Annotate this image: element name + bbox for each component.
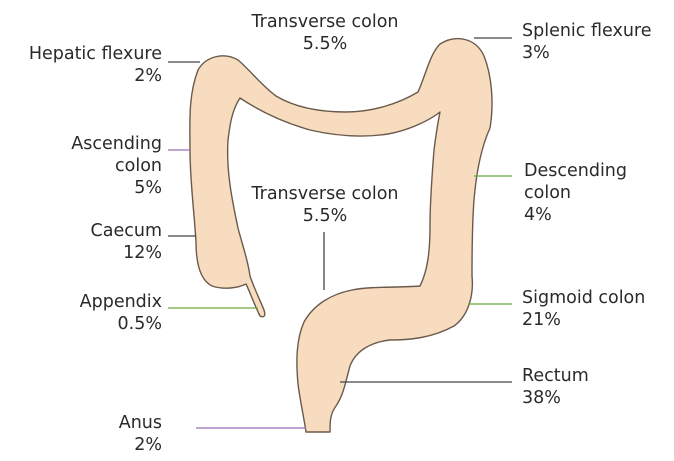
label-sigmoid-colon: Sigmoid colon 21%	[522, 287, 645, 331]
label-ascending-pct: 5%	[0, 177, 162, 199]
label-appendix-pct: 0.5%	[0, 313, 162, 335]
label-sigmoid-pct: 21%	[522, 309, 645, 331]
label-sigmoid-name: Sigmoid colon	[522, 287, 645, 309]
label-transverse-top: Transverse colon 5.5%	[232, 11, 418, 55]
label-descending-colon: Descending colon 4%	[524, 160, 627, 226]
label-hepatic-name: Hepatic flexure	[0, 43, 162, 65]
label-descending-pct: 4%	[524, 204, 627, 226]
label-splenic-name: Splenic flexure	[522, 20, 652, 42]
label-rectum: Rectum 38%	[522, 365, 589, 409]
label-caecum-name: Caecum	[0, 220, 162, 242]
label-ascending-name-2: colon	[0, 155, 162, 177]
label-anus-name: Anus	[0, 412, 162, 434]
label-hepatic-flexure: Hepatic flexure 2%	[0, 43, 162, 87]
label-anus-pct: 2%	[0, 434, 162, 456]
label-transverse-top-pct: 5.5%	[232, 33, 418, 55]
label-caecum-pct: 12%	[0, 242, 162, 264]
label-caecum: Caecum 12%	[0, 220, 162, 264]
label-anus: Anus 2%	[0, 412, 162, 456]
label-transverse-top-name: Transverse colon	[232, 11, 418, 33]
label-transverse-mid-name: Transverse colon	[232, 183, 418, 205]
label-hepatic-pct: 2%	[0, 65, 162, 87]
label-transverse-mid-pct: 5.5%	[232, 205, 418, 227]
label-rectum-pct: 38%	[522, 387, 589, 409]
label-splenic-flexure: Splenic flexure 3%	[522, 20, 652, 64]
label-appendix: Appendix 0.5%	[0, 291, 162, 335]
label-ascending-name-1: Ascending	[0, 133, 162, 155]
label-splenic-pct: 3%	[522, 42, 652, 64]
label-rectum-name: Rectum	[522, 365, 589, 387]
label-transverse-mid: Transverse colon 5.5%	[232, 183, 418, 227]
label-descending-name-2: colon	[524, 182, 627, 204]
label-ascending-colon: Ascending colon 5%	[0, 133, 162, 199]
label-descending-name-1: Descending	[524, 160, 627, 182]
large-intestine	[190, 39, 492, 432]
label-appendix-name: Appendix	[0, 291, 162, 313]
